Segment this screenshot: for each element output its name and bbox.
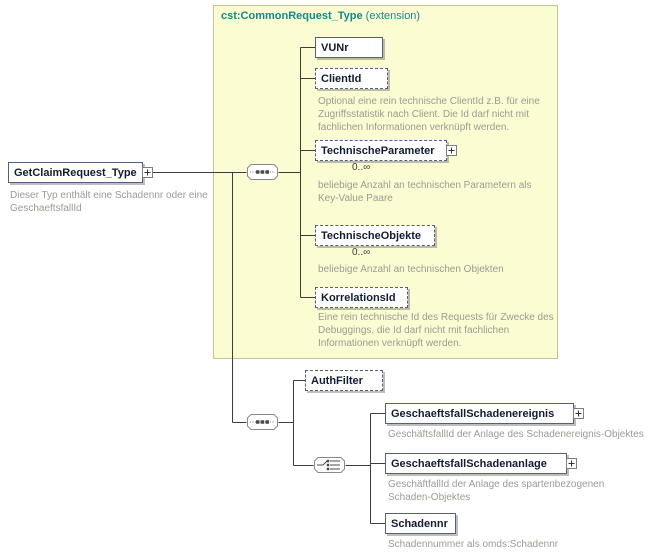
element-technischeobjekte[interactable]: TechnischeObjekte: [315, 225, 435, 246]
annotation-korrelationsid: Eine rein technische Id des Requests für…: [318, 312, 554, 349]
sequence-icon[interactable]: [246, 163, 279, 181]
extension-header: cst:CommonRequest_Type (extension): [221, 10, 420, 22]
element-schadennr[interactable]: Schadennr: [385, 513, 456, 534]
expand-icon-technischeparameter[interactable]: [446, 145, 457, 156]
choice-icon[interactable]: [313, 456, 346, 474]
element-authfilter[interactable]: AuthFilter: [305, 370, 383, 391]
element-getclaimrequest-type[interactable]: GetClaimRequest_Type: [8, 162, 143, 183]
annotation-clientid: Optional eine rein technische ClientId z…: [318, 96, 540, 133]
expand-icon-getclaimrequest[interactable]: [142, 167, 153, 178]
expand-icon-geschaeftsfallschadenanlage[interactable]: [566, 458, 577, 469]
annotation-technischeparameter: beliebige Anzahl an technischen Paramete…: [318, 180, 532, 204]
annotation-geschaeftsfallschadenanlage: GeschäftfallId der Anlage des spartenbez…: [388, 479, 605, 503]
occurrence-technischeobjekte: 0..∞: [352, 247, 371, 258]
element-clientid[interactable]: ClientId: [315, 68, 388, 89]
extension-suffix: (extension): [365, 10, 421, 22]
annotation-root: Dieser Typ enthält eine Schadennr oder e…: [10, 190, 208, 214]
element-vunr[interactable]: VUNr: [315, 37, 383, 58]
element-geschaeftsfallschadenanlage[interactable]: GeschaeftsfallSchadenanlage: [385, 453, 567, 474]
expand-icon-geschaeftsfallschadenereignis[interactable]: [573, 408, 584, 419]
element-korrelationsid[interactable]: KorrelationsId: [315, 287, 408, 308]
element-technischeparameter[interactable]: TechnischeParameter: [315, 140, 447, 161]
occurrence-technischeparameter: 0..∞: [352, 162, 371, 173]
element-geschaeftsfallschadenereignis[interactable]: GeschaeftsfallSchadenereignis: [385, 403, 574, 424]
sequence-icon[interactable]: [246, 413, 279, 431]
annotation-geschaeftsfallschadenereignis: GeschäftsfallId der Anlage des Schadener…: [388, 429, 644, 440]
annotation-technischeobjekte: beliebige Anzahl an technischen Objekten: [318, 264, 504, 275]
extension-type-name: cst:CommonRequest_Type: [221, 10, 363, 22]
annotation-schadennr: Schadennummer als omds:Schadennr: [388, 539, 559, 550]
